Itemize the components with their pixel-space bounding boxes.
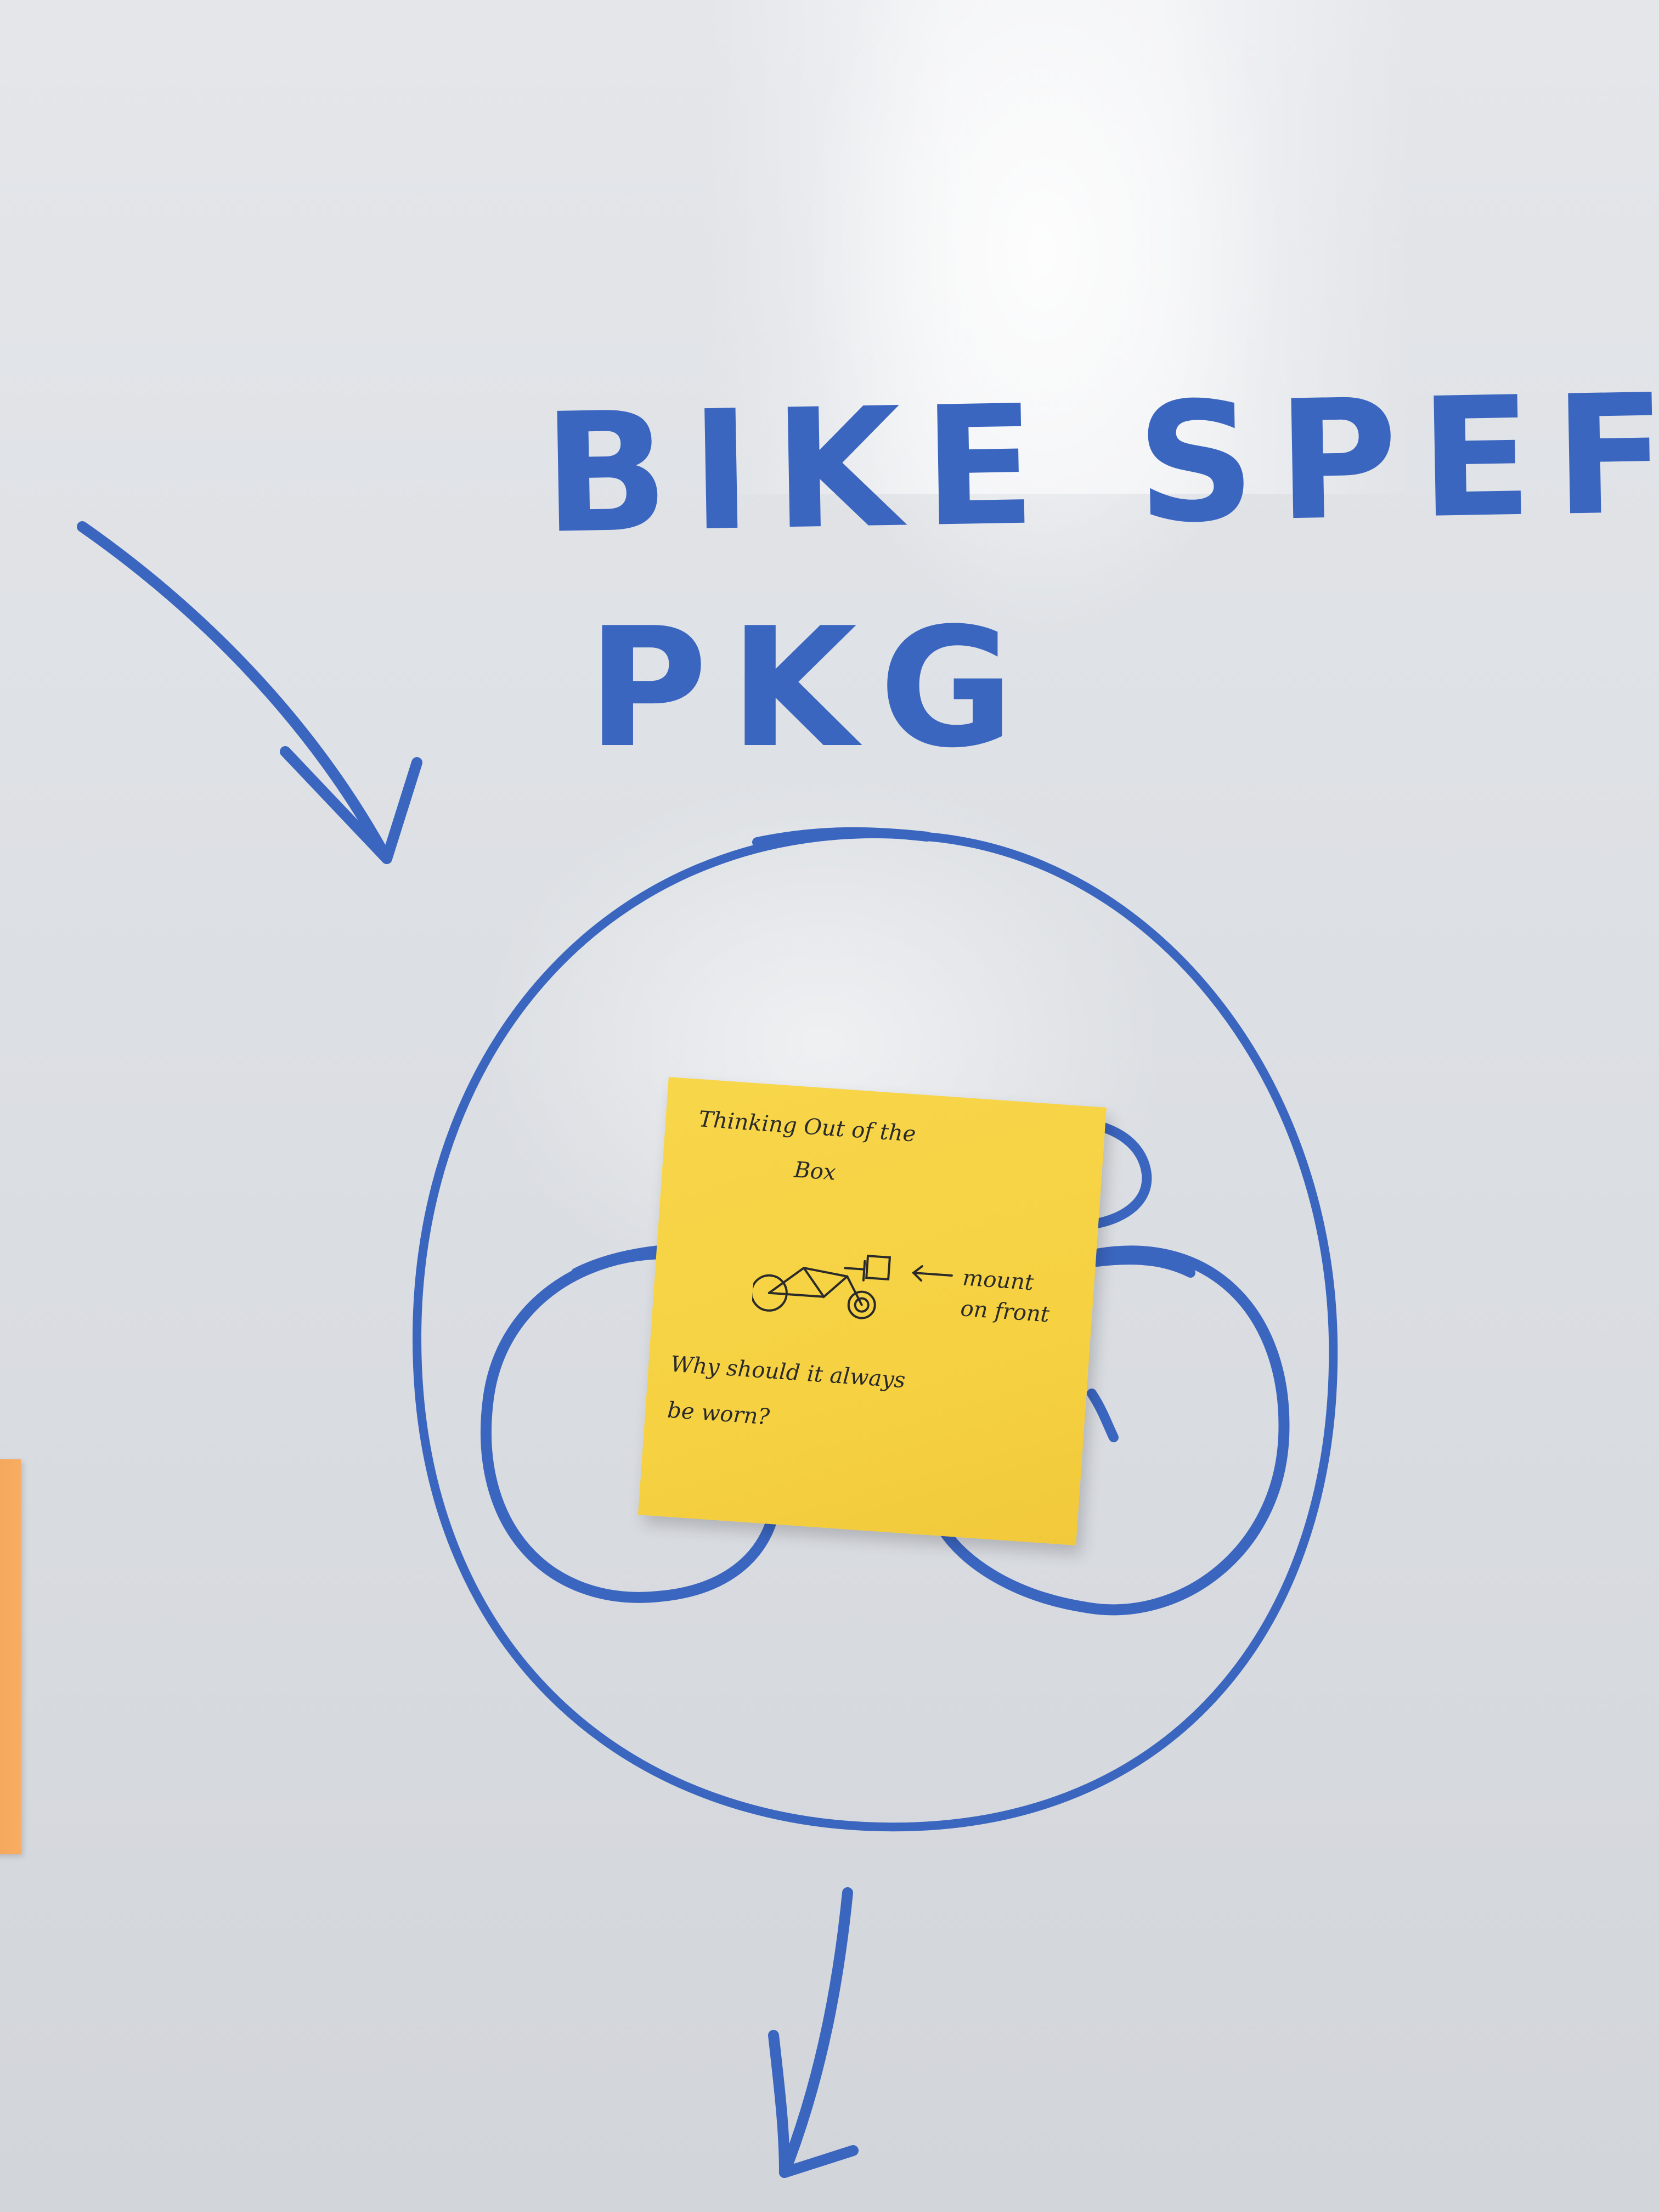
note-title-line1: Thinking Out of the [698,1107,917,1147]
note-title-line2: Box [793,1157,837,1186]
yellow-sticky-note: Thinking Out of the Box mount on front [638,1077,1107,1545]
note-mount-annotation: mount on front [960,1262,1053,1330]
head-circle [413,830,1338,1832]
arrow-down-icon [779,1887,853,2178]
right-eye-shape [938,1245,1290,1616]
arrow-down-right-icon [77,521,392,864]
note-question: Why should it always be worn? [666,1341,907,1450]
heading-pkg: PKG [587,592,1036,784]
light-glare [702,0,1415,494]
bicycle-sketch-icon [750,1255,953,1319]
orange-sticky-note [0,1459,21,1854]
note-mount-line2: on front [960,1296,1051,1328]
